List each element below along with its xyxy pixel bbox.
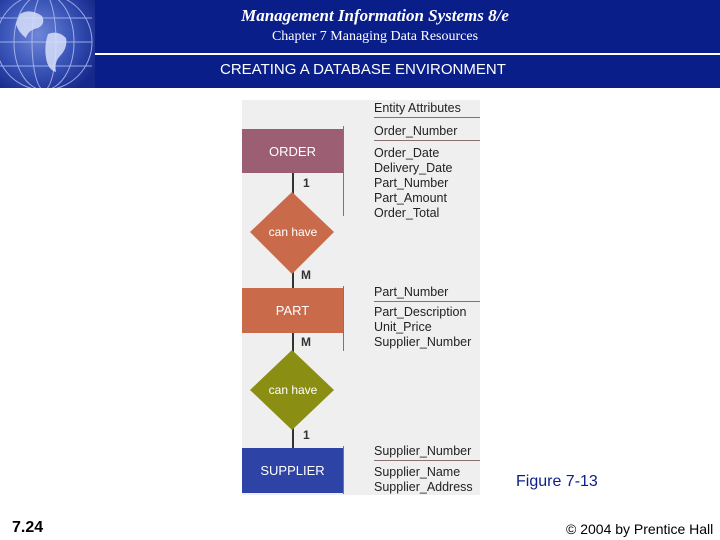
copyright-notice: © 2004 by Prentice Hall [566, 521, 714, 537]
globe-logo-icon [0, 0, 95, 88]
er-diagram: can have can have 1 M M 1 ORDER PART SUP… [242, 100, 480, 495]
cardinality-label: 1 [303, 176, 310, 190]
slide-header: Management Information Systems 8/e Chapt… [0, 0, 720, 88]
attribute: Order_Date [374, 146, 440, 160]
divider [374, 140, 480, 141]
attribute: Supplier_Address [374, 480, 473, 494]
section-heading: CREATING A DATABASE ENVIRONMENT [220, 61, 506, 78]
slide-subtitle: Chapter 7 Managing Data Resources [271, 29, 479, 44]
divider [343, 286, 344, 351]
attribute: Supplier_Name [374, 465, 461, 479]
attribute: Part_Number [374, 176, 449, 190]
attribute: Unit_Price [374, 320, 432, 334]
figure-caption: Figure 7-13 [516, 473, 598, 490]
divider [343, 126, 344, 216]
attribute: Part_Description [374, 305, 467, 319]
attribute: Order_Total [374, 206, 440, 220]
key-attribute: Order_Number [374, 124, 458, 138]
divider [343, 446, 344, 494]
relationship-diamond-1 [250, 192, 334, 274]
cardinality-label: M [301, 335, 311, 349]
divider [374, 460, 480, 461]
key-attribute: Supplier_Number [374, 444, 472, 458]
divider [374, 301, 480, 302]
attribute: Part_Amount [374, 191, 447, 205]
cardinality-label: 1 [303, 428, 310, 442]
attribute: Delivery_Date [374, 161, 453, 175]
slide-number: 7.24 [12, 519, 44, 536]
key-attribute: Part_Number [374, 285, 449, 299]
entity-order: ORDER [242, 129, 343, 173]
entity-supplier: SUPPLIER [242, 448, 343, 493]
slide-title: Management Information Systems 8/e [241, 6, 509, 25]
relationship-label: can have [268, 383, 318, 397]
relationship-diamond-2 [250, 350, 334, 430]
relationship-label: can have [268, 225, 318, 239]
header-divider [95, 53, 720, 55]
attributes-heading: Entity Attributes [374, 101, 461, 115]
relationship-diamonds [250, 192, 334, 430]
attribute: Supplier_Number [374, 335, 472, 349]
cardinality-label: M [301, 268, 311, 282]
entity-part: PART [242, 288, 343, 333]
divider [374, 117, 480, 118]
